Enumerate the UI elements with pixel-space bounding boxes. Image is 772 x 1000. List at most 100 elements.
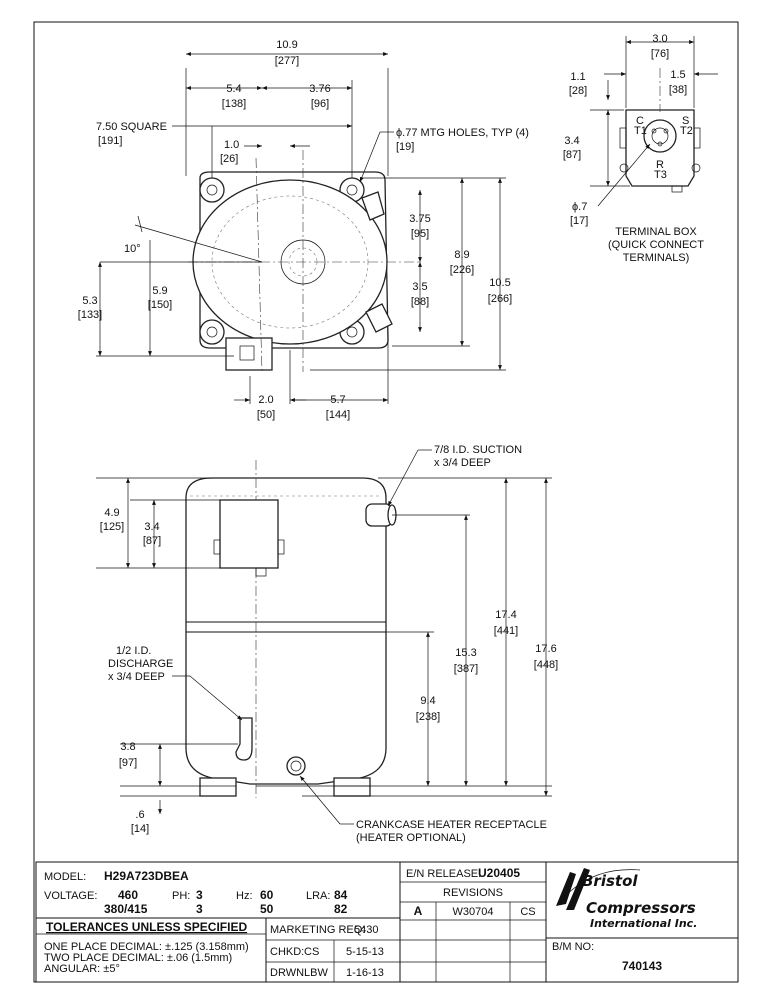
tolerances-title: TOLERANCES UNLESS SPECIFIED xyxy=(46,920,247,934)
terminal-box-caption-1: TERMINAL BOX xyxy=(615,226,697,238)
dim-offset-small: 1.0 xyxy=(224,139,239,151)
tb-dim-width-mm: [76] xyxy=(651,48,669,60)
terminal-box-caption-2: (QUICK CONNECT xyxy=(608,239,704,251)
voltage-label: VOLTAGE: xyxy=(44,890,97,902)
hz-1: 60 xyxy=(260,888,274,902)
model-label: MODEL: xyxy=(44,871,86,883)
terminal-box-caption-3: TERMINALS) xyxy=(623,252,690,264)
tolerance-two-place: TWO PLACE DECIMAL: ±.06 (1.5mm) xyxy=(44,952,232,964)
chkd-value: CS xyxy=(304,946,319,958)
dim-v-left-inner: 5.9 xyxy=(152,285,167,297)
side-dim-15-3-mm: [387] xyxy=(454,663,478,675)
lra-label: LRA: xyxy=(306,890,330,902)
dim-b-right-mm: [144] xyxy=(326,409,350,421)
tb-dim-right-mm: [38] xyxy=(669,84,687,96)
side-dim-foot-mm: [14] xyxy=(131,823,149,835)
top-view: 10.9 [277] 5.4 [138] 3.76 [96] 7.50 SQUA… xyxy=(78,39,529,421)
side-dim-top-left: 4.9 xyxy=(104,507,119,519)
suction-label-2: x 3/4 DEEP xyxy=(434,457,491,469)
dim-r-upper-mm: [95] xyxy=(411,228,429,240)
dim-r-outer-mm: [266] xyxy=(488,293,512,305)
marketing-value: 5430 xyxy=(354,924,378,936)
side-dim-9-4-mm: [238] xyxy=(416,711,440,723)
revision-letter: A xyxy=(414,904,423,918)
logo-line-2: Compressors xyxy=(586,899,696,917)
dim-overall-width-mm: [277] xyxy=(275,55,299,67)
dim-overall-width: 10.9 xyxy=(276,39,297,51)
terminal-s: S xyxy=(682,115,689,127)
discharge-label-1: 1/2 I.D. xyxy=(116,645,151,657)
heater-label-1: CRANKCASE HEATER RECEPTACLE xyxy=(356,819,547,831)
dim-right-offset: 3.76 xyxy=(309,83,330,95)
logo-line-3: International Inc. xyxy=(590,917,697,930)
marketing-label: MARKETING REQ: xyxy=(270,924,365,936)
side-dim-discharge-h-mm: [97] xyxy=(119,757,137,769)
side-dim-17-6-mm: [448] xyxy=(534,659,558,671)
dim-b-left-mm: [50] xyxy=(257,409,275,421)
tb-dim-height-mm: [87] xyxy=(563,149,581,161)
bm-value: 740143 xyxy=(622,959,662,973)
side-dim-box-height-mm: [87] xyxy=(143,535,161,547)
tb-dim-height: 3.4 xyxy=(564,135,579,147)
side-dim-17-4-mm: [441] xyxy=(494,625,518,637)
revisions-label: REVISIONS xyxy=(443,887,503,899)
side-dim-17-6: 17.6 xyxy=(535,643,556,655)
terminal-r: R xyxy=(656,159,664,171)
ph-label: PH: xyxy=(172,890,190,902)
drwn-value: LBW xyxy=(304,967,328,979)
drwn-date: 1-16-13 xyxy=(346,967,384,979)
terminal-t2: T2 xyxy=(680,125,693,137)
tb-dim-left-mm: [28] xyxy=(569,85,587,97)
drwn-label: DRWN: xyxy=(270,967,307,979)
discharge-label-2: DISCHARGE xyxy=(108,658,173,670)
dim-square: 7.50 SQUARE xyxy=(96,121,167,133)
heater-label-2: (HEATER OPTIONAL) xyxy=(356,832,466,844)
dim-b-left: 2.0 xyxy=(258,394,273,406)
chkd-label: CHKD: xyxy=(270,946,304,958)
tb-dim-left: 1.1 xyxy=(570,71,585,83)
side-dim-17-4: 17.4 xyxy=(495,609,516,621)
ph-1: 3 xyxy=(196,888,203,902)
hz-2: 50 xyxy=(260,902,274,916)
tb-dim-right: 1.5 xyxy=(670,69,685,81)
ph-2: 3 xyxy=(196,902,203,916)
side-dim-discharge-h: 3.8 xyxy=(120,741,135,753)
lra-2: 82 xyxy=(334,902,348,916)
side-view: 7/8 I.D. SUCTION x 3/4 DEEP 1/2 I.D. DIS… xyxy=(96,444,558,844)
dim-b-right: 5.7 xyxy=(330,394,345,406)
revision-by: CS xyxy=(520,906,535,918)
title-block: MODEL: H29A723DBEA VOLTAGE: 460 380/415 … xyxy=(35,861,739,983)
logo-line-1: Bristol xyxy=(582,872,638,890)
tb-dim-hole-mm: [17] xyxy=(570,215,588,227)
dim-r-lower-mm: [88] xyxy=(411,296,429,308)
revision-number: W30704 xyxy=(453,906,494,918)
dim-offset-small-mm: [26] xyxy=(220,153,238,165)
side-dim-top-left-mm: [125] xyxy=(100,521,124,533)
side-dim-9-4: 9.4 xyxy=(420,695,435,707)
dim-v-left-inner-mm: [150] xyxy=(148,299,172,311)
dim-right-offset-mm: [96] xyxy=(311,98,329,110)
en-release-value: U20405 xyxy=(478,866,520,880)
dim-r-mid-mm: [226] xyxy=(450,264,474,276)
terminal-t1: T1 xyxy=(634,125,647,137)
voltage-1: 460 xyxy=(118,888,138,902)
side-dim-foot: .6 xyxy=(135,809,144,821)
voltage-2: 380/415 xyxy=(104,902,148,916)
dim-angle: 10° xyxy=(124,243,141,255)
hz-label: Hz: xyxy=(236,890,253,902)
tb-dim-hole: ϕ.7 xyxy=(572,201,587,213)
dim-v-left-outer: 5.3 xyxy=(82,295,97,307)
dim-r-upper: 3.75 xyxy=(409,213,430,225)
dim-r-mid: 8.9 xyxy=(454,249,469,261)
dim-r-lower: 3.5 xyxy=(412,281,427,293)
tb-dim-width: 3.0 xyxy=(652,33,667,45)
side-dim-15-3: 15.3 xyxy=(455,647,476,659)
dim-left-half: 5.4 xyxy=(226,83,241,95)
discharge-label-3: x 3/4 DEEP xyxy=(108,671,165,683)
side-dim-box-height: 3.4 xyxy=(144,521,159,533)
chkd-date: 5-15-13 xyxy=(346,946,384,958)
tolerance-angular: ANGULAR: ±5° xyxy=(44,963,120,975)
en-release-label: E/N RELEASE: xyxy=(406,868,481,880)
terminal-box-view: C T1 S T2 R T3 3.0 [76] 1.1 [28] 1.5 [38… xyxy=(563,33,718,264)
